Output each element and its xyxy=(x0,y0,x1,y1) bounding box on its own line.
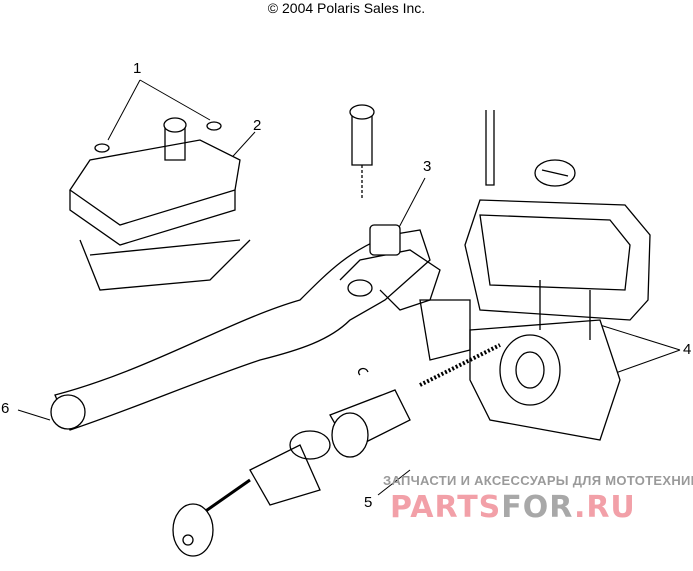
callout-4: 4 xyxy=(683,341,692,358)
brake-lever-part xyxy=(54,224,441,431)
watermark-brand-1: PARTS xyxy=(390,490,502,525)
master-cylinder-part xyxy=(419,199,651,441)
callout-1: 1 xyxy=(133,60,142,77)
watermark-tagline: ЗАПЧАСТИ И АКСЕССУАРЫ ДЛЯ МОТОТЕХНИКИ xyxy=(383,473,693,488)
plug-part xyxy=(534,159,576,187)
callout-2: 2 xyxy=(253,117,262,134)
lever-ball-end xyxy=(50,394,86,430)
reservoir-cap-part xyxy=(69,117,251,291)
pivot-pin-part xyxy=(349,104,495,200)
copyright-title: © 2004 Polaris Sales Inc. xyxy=(267,0,426,16)
callout-3: 3 xyxy=(423,158,432,175)
screw-part xyxy=(94,121,222,153)
watermark-brand-3: .RU xyxy=(573,490,636,525)
clip-part xyxy=(358,367,369,376)
callout-6: 6 xyxy=(1,400,10,417)
piston-assembly-part xyxy=(172,343,501,557)
callout-5: 5 xyxy=(364,494,373,511)
watermark-brand-2: FOR xyxy=(501,490,574,525)
watermark-logo: PARTSFOR.RU xyxy=(390,492,636,524)
